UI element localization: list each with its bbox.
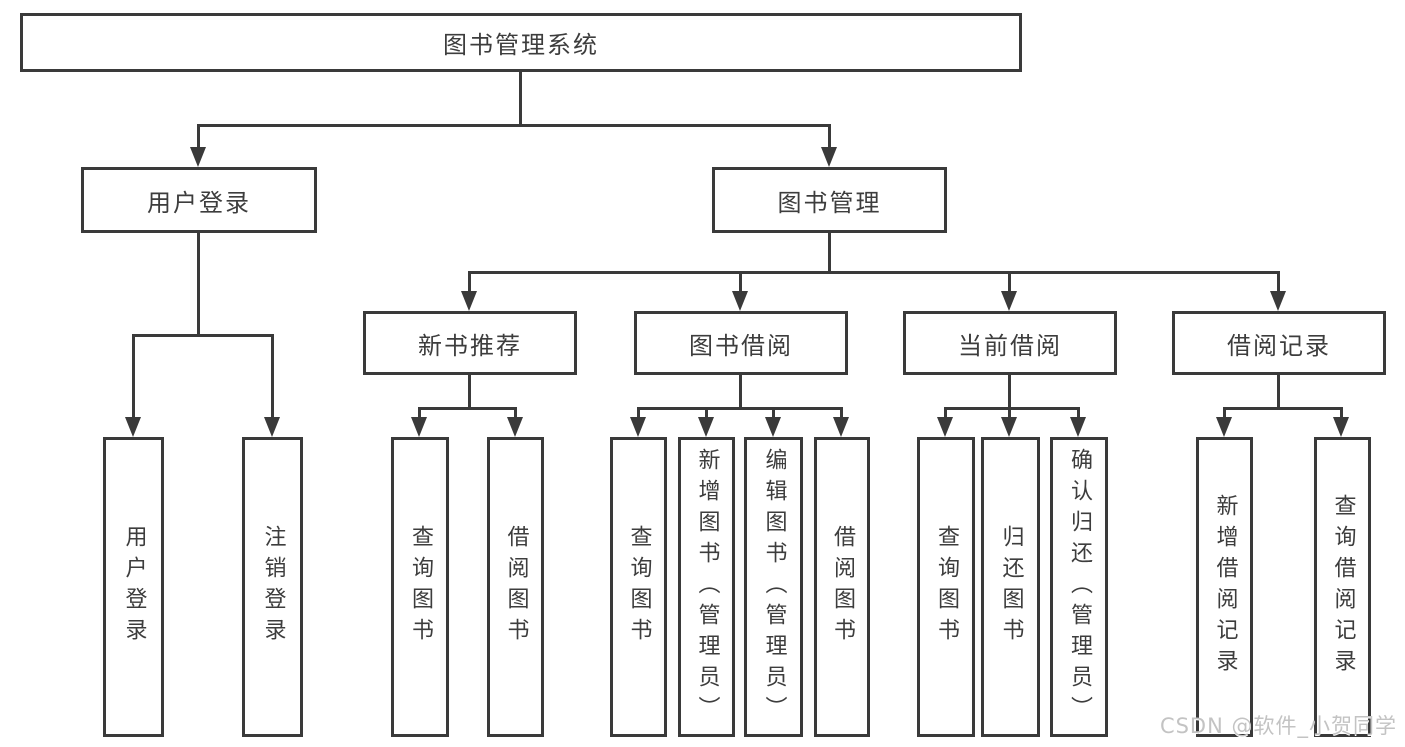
leaf-label: 查询图书 [408,525,433,649]
leaf-borrow-books-recommend: 借阅图书 [487,437,544,737]
arrow-down-icon [461,291,477,311]
arrow-down-icon [732,291,748,311]
arrow-down-icon [1216,417,1232,437]
leaf-label: 新增图书（管理员） [694,447,720,727]
connector-line [1277,375,1280,409]
arrow-down-icon [1270,291,1286,311]
leaf-logout: 注销登录 [242,437,303,737]
node-user-login: 用户登录 [81,167,317,233]
arrow-down-icon [1070,417,1086,437]
connector-line [772,407,775,420]
leaf-label: 编辑图书（管理员） [761,447,787,727]
leaf-label: 用户登录 [121,525,147,649]
connector-line [468,375,471,409]
leaf-confirm-return-admin: 确认归还（管理员） [1050,437,1108,737]
node-book-borrowing: 图书借阅 [634,311,848,375]
connector-line [828,124,831,152]
arrow-down-icon [1001,417,1017,437]
connector-line [705,407,708,420]
connector-line [637,407,843,410]
connector-line [944,407,1080,410]
leaf-label: 注销登录 [260,525,286,649]
connector-line [418,407,421,420]
connector-line [739,375,742,409]
leaf-query-books-recommend: 查询图书 [391,437,449,737]
connector-line [132,334,274,337]
arrow-down-icon [411,417,427,437]
connector-line [1008,375,1011,409]
node-book-management-system: 图书管理系统 [20,13,1022,72]
arrow-down-icon [937,417,953,437]
arrow-down-icon [1333,417,1349,437]
connector-line [1008,271,1011,293]
connector-line [1277,271,1280,293]
leaf-return-books: 归还图书 [981,437,1040,737]
connector-line [197,124,200,152]
leaf-query-books-current: 查询图书 [917,437,975,737]
leaf-label: 查询图书 [934,525,959,649]
leaf-label: 新增借阅记录 [1212,494,1238,680]
connector-line [519,72,522,127]
leaf-query-borrow-record: 查询借阅记录 [1314,437,1371,737]
leaf-edit-book-admin: 编辑图书（管理员） [744,437,803,737]
connector-line [840,407,843,420]
node-new-book-recommendation: 新书推荐 [363,311,577,375]
connector-line [828,233,831,273]
connector-line [1223,407,1226,420]
connector-line [514,407,517,420]
arrow-down-icon [507,417,523,437]
leaf-label: 确认归还（管理员） [1067,447,1092,727]
arrow-down-icon [125,417,141,437]
leaf-add-borrow-record: 新增借阅记录 [1196,437,1253,737]
connector-line [468,271,1280,274]
connector-line [132,334,135,420]
arrow-down-icon [630,417,646,437]
arrow-down-icon [698,417,714,437]
leaf-label: 查询借阅记录 [1330,494,1356,680]
connector-line [944,407,947,420]
arrow-down-icon [190,147,206,167]
node-book-management: 图书管理 [712,167,947,233]
connector-line [197,124,831,127]
arrow-down-icon [765,417,781,437]
node-borrowing-records: 借阅记录 [1172,311,1386,375]
connector-line [739,271,742,293]
connector-line [1223,407,1343,410]
connector-line [271,334,274,420]
connector-line [1340,407,1343,420]
csdn-watermark: CSDN @软件_小贺同学 [1159,714,1397,738]
leaf-label: 查询图书 [626,525,652,649]
connector-line [637,407,640,420]
leaf-label: 借阅图书 [830,525,855,649]
arrow-down-icon [1001,291,1017,311]
connector-line [197,233,200,336]
arrow-down-icon [833,417,849,437]
node-current-borrowing: 当前借阅 [903,311,1117,375]
arrow-down-icon [821,147,837,167]
arrow-down-icon [264,417,280,437]
leaf-query-books-borrowing: 查询图书 [610,437,667,737]
connector-line [1008,407,1011,420]
connector-line [418,407,517,410]
leaf-label: 借阅图书 [503,525,529,649]
connector-line [468,271,471,293]
leaf-borrow-books: 借阅图书 [814,437,870,737]
leaf-add-book-admin: 新增图书（管理员） [678,437,735,737]
connector-line [1077,407,1080,420]
leaf-user-login: 用户登录 [103,437,164,737]
leaf-label: 归还图书 [998,525,1024,649]
